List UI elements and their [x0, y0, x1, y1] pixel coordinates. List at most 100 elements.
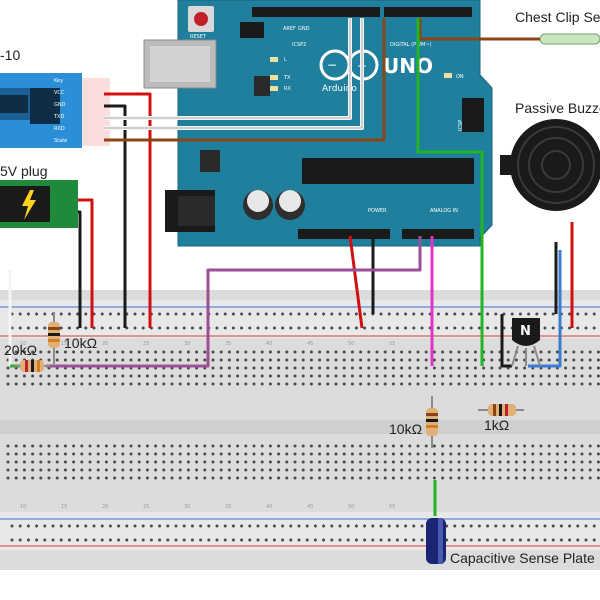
rail-hole [584, 326, 588, 330]
breadboard-hole [285, 350, 289, 354]
breadboard-hole [137, 476, 141, 480]
breadboard-hole [80, 468, 84, 472]
rail-hole [240, 326, 244, 330]
rail-hole [158, 524, 162, 528]
breadboard-hole [219, 382, 223, 386]
breadboard-hole [588, 374, 592, 378]
breadboard-hole [457, 452, 461, 456]
breadboard-hole [498, 366, 502, 370]
breadboard-hole [244, 350, 248, 354]
breadboard-hole [14, 452, 18, 456]
rail-hole [248, 312, 252, 316]
rail-hole [346, 524, 350, 528]
breadboard-hole [252, 452, 256, 456]
breadboard-hole [236, 350, 240, 354]
breadboard-hole [482, 476, 486, 480]
breadboard-hole [441, 350, 445, 354]
breadboard-hole [416, 452, 420, 456]
breadboard-hole [514, 382, 518, 386]
breadboard-hole [6, 444, 10, 448]
breadboard-hole [170, 350, 174, 354]
breadboard-hole [375, 358, 379, 362]
breadboard-hole [227, 374, 231, 378]
breadboard-hole [55, 460, 59, 464]
rail-hole [264, 538, 268, 542]
rail-hole [412, 538, 416, 542]
rail-hole [215, 326, 219, 330]
breadboard-hole [72, 460, 76, 464]
breadboard-hole [342, 476, 346, 480]
breadboard-hole [506, 468, 510, 472]
rail-hole [297, 524, 301, 528]
breadboard-hole [121, 452, 125, 456]
rail-hole [395, 538, 399, 542]
rail-hole [445, 326, 449, 330]
digital-label: DIGITAL (PWM~) [390, 42, 432, 48]
breadboard-hole [309, 468, 313, 472]
rail-hole [486, 538, 490, 542]
digital-header-left [252, 7, 380, 17]
rail-hole [494, 326, 498, 330]
breadboard-hole [113, 444, 117, 448]
breadboard-hole [309, 358, 313, 362]
breadboard-hole [416, 366, 420, 370]
column-number-top: 55 [389, 341, 395, 347]
breadboard-hole [400, 468, 404, 472]
breadboard-hole [318, 358, 322, 362]
resistor-20k-label: 20kΩ [4, 342, 37, 358]
breadboard-hole [72, 452, 76, 456]
breadboard-hole [432, 358, 436, 362]
breadboard-hole [55, 468, 59, 472]
breadboard-hole [318, 468, 322, 472]
breadboard-hole [195, 452, 199, 456]
breadboard-hole [334, 374, 338, 378]
rail-hole [379, 538, 383, 542]
breadboard-hole [523, 468, 527, 472]
breadboard-hole [31, 452, 35, 456]
rail-hole [149, 538, 153, 542]
rail-hole [436, 326, 440, 330]
breadboard-hole [424, 476, 428, 480]
breadboard-hole [457, 460, 461, 464]
rail-hole [494, 524, 498, 528]
breadboard-hole [47, 444, 51, 448]
breadboard-hole [178, 358, 182, 362]
breadboard-hole [219, 358, 223, 362]
breadboard-hole [6, 468, 10, 472]
breadboard-hole [170, 374, 174, 378]
rail-hole [84, 538, 88, 542]
breadboard-hole [490, 358, 494, 362]
breadboard-hole [170, 452, 174, 456]
rail-hole [108, 538, 112, 542]
rail-hole [141, 538, 145, 542]
breadboard-hole [539, 444, 543, 448]
breadboard-hole [318, 444, 322, 448]
column-number-top: 10 [20, 341, 26, 347]
breadboard-hole [318, 374, 322, 378]
breadboard-hole [588, 452, 592, 456]
breadboard-hole [186, 358, 190, 362]
breadboard-hole [55, 374, 59, 378]
rail-hole [371, 326, 375, 330]
breadboard-hole [465, 374, 469, 378]
rail-hole [486, 524, 490, 528]
breadboard-hole [260, 382, 264, 386]
breadboard-hole [531, 468, 535, 472]
l-led [270, 57, 278, 62]
rail-hole [264, 326, 268, 330]
reset-button-cap[interactable] [194, 12, 208, 26]
rx-led [270, 86, 278, 91]
rail-hole [404, 538, 408, 542]
breadboard-hole [596, 460, 600, 464]
rail-hole [281, 538, 285, 542]
breadboard-hole [391, 460, 395, 464]
breadboard-hole [400, 358, 404, 362]
arduino-brand: Arduino [322, 84, 357, 94]
wire-reed [418, 18, 540, 41]
breadboard-hole [596, 468, 600, 472]
breadboard-hole [416, 460, 420, 464]
breadboard-hole [334, 382, 338, 386]
breadboard-hole [596, 444, 600, 448]
icsp2-header [240, 22, 264, 38]
breadboard-hole [154, 444, 158, 448]
